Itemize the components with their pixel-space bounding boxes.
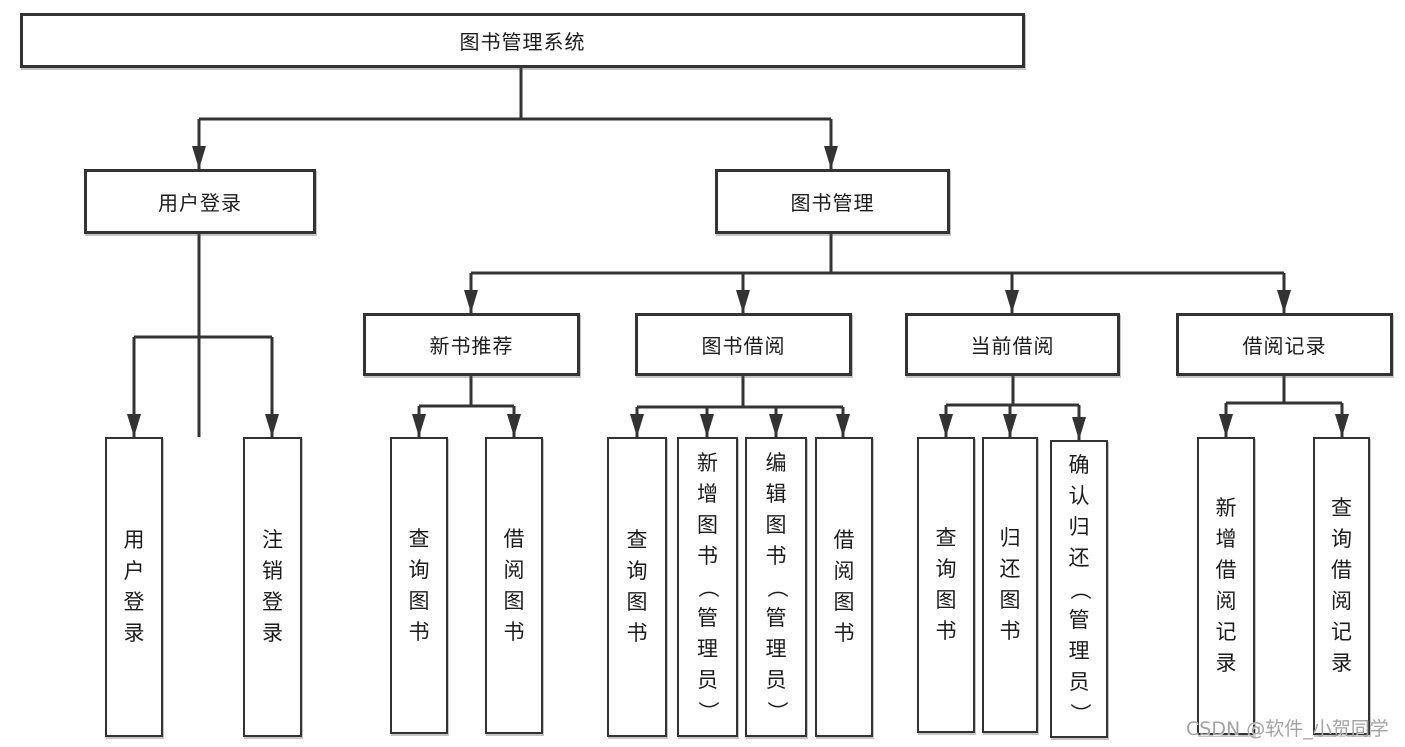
leaf-return-books: 归还图书	[982, 437, 1038, 733]
arrowheads	[127, 146, 1349, 440]
node-book-management: 图书管理	[715, 169, 950, 234]
leaf-query-borrow-record: 查询借阅记录	[1313, 437, 1370, 735]
csdn-watermark: CSDN @软件_小贺同学	[1186, 718, 1389, 740]
leaf-query-books-borrow: 查询图书	[607, 437, 667, 737]
leaf-confirm-return-admin: 确认归还（管理员）	[1050, 440, 1108, 738]
leaf-query-books-current: 查询图书	[917, 437, 975, 733]
leaf-query-books-recommend: 查询图书	[390, 437, 448, 734]
leaf-add-borrow-record: 新增借阅记录	[1197, 437, 1255, 735]
node-current-borrow: 当前借阅	[905, 313, 1120, 376]
leaf-user-login: 用户登录	[105, 437, 163, 737]
node-book-borrow: 图书借阅	[635, 313, 852, 376]
leaf-borrow-books: 借阅图书	[815, 437, 873, 737]
node-user-login: 用户登录	[84, 169, 316, 234]
node-new-book-recommend: 新书推荐	[363, 313, 580, 376]
leaf-edit-books-admin: 编辑图书（管理员）	[745, 437, 807, 737]
leaf-logout: 注销登录	[243, 437, 302, 737]
leaf-add-books-admin: 新增图书（管理员）	[677, 437, 738, 737]
node-borrow-record: 借阅记录	[1176, 313, 1393, 376]
leaf-borrow-books-recommend: 借阅图书	[485, 437, 543, 734]
node-root-system: 图书管理系统	[20, 13, 1025, 68]
